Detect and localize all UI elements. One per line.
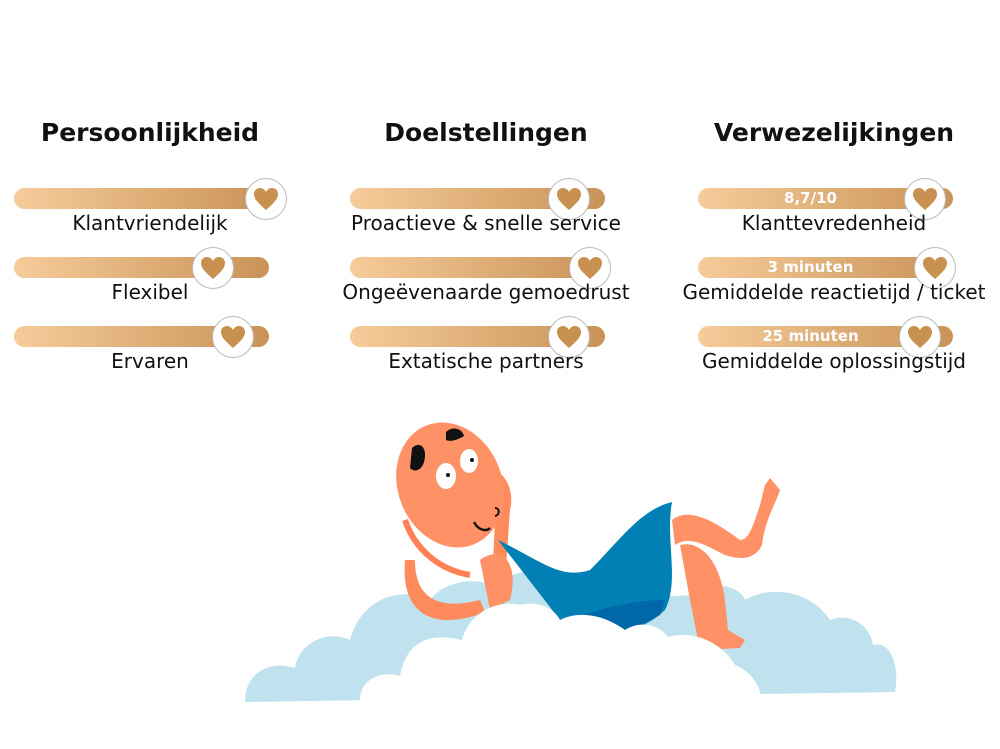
heart-icon xyxy=(200,257,225,279)
bar-text xyxy=(14,326,239,347)
heart-icon xyxy=(221,326,246,348)
heart-icon xyxy=(557,188,582,210)
heart-icon xyxy=(907,326,932,348)
rating-bar: 25 minuten xyxy=(698,316,953,358)
bar-text: 3 minuten xyxy=(767,258,854,276)
heart-icon xyxy=(923,257,948,279)
rating-row: Proactieve & snelle service xyxy=(336,156,636,235)
bar-text xyxy=(350,257,575,278)
heart-knob xyxy=(568,247,611,289)
rating-bar xyxy=(14,247,269,289)
rating-label: Ongeëvenaarde gemoedrust xyxy=(342,280,630,304)
bar-text xyxy=(350,188,575,209)
heart-icon xyxy=(557,326,582,348)
heart-icon xyxy=(912,188,937,210)
rating-label: Ervaren xyxy=(111,349,189,373)
rating-bar xyxy=(350,316,605,358)
rating-label: Klantvriendelijk xyxy=(72,211,228,235)
rating-row: Flexibel xyxy=(0,225,300,304)
man xyxy=(396,422,780,650)
rating-bar xyxy=(350,247,611,289)
rating-row: Ervaren xyxy=(0,294,300,373)
rating-row: Extatische partners xyxy=(336,294,636,373)
rating-bar: 8,7/10 xyxy=(698,178,953,220)
column-title: Verwezelijkingen xyxy=(713,118,955,147)
heart-knob xyxy=(212,316,255,358)
heart-knob xyxy=(548,316,591,358)
column-title: Persoonlijkheid xyxy=(40,118,260,147)
rating-bar xyxy=(14,178,288,220)
rating-label: Klanttevredenheid xyxy=(741,211,927,235)
rating-bar xyxy=(350,178,605,220)
rating-bar: 3 minuten xyxy=(698,247,957,289)
rating-label: Gemiddelde reactietijd / ticket xyxy=(682,280,986,304)
heart-knob xyxy=(914,247,957,289)
column-title: Doelstellingen xyxy=(384,118,588,147)
heart-icon xyxy=(254,188,279,210)
rating-row: Ongeëvenaarde gemoedrust xyxy=(336,225,636,304)
heart-knob xyxy=(191,247,234,289)
heart-knob xyxy=(548,178,591,220)
rating-row: Klantvriendelijk xyxy=(0,156,300,235)
bar-text: 8,7/10 xyxy=(784,189,837,207)
bar-text xyxy=(350,326,575,347)
rating-label: Flexibel xyxy=(111,280,189,304)
rating-label: Gemiddelde oplossingstijd xyxy=(701,349,966,373)
heart-knob xyxy=(245,178,288,220)
front-clouds xyxy=(360,603,761,710)
rating-label: Extatische partners xyxy=(388,349,584,373)
column-persoonlijkheid: Persoonlijkheid Klantvriendelijk Flexibe… xyxy=(0,110,300,373)
bar-text: 25 minuten xyxy=(762,327,859,345)
rating-label: Proactieve & snelle service xyxy=(351,211,621,235)
heart-icon xyxy=(577,257,602,279)
heart-knob xyxy=(903,178,946,220)
bar-text xyxy=(14,188,239,209)
column-doelstellingen: Doelstellingen Proactieve & snelle servi… xyxy=(336,110,636,373)
rating-bar xyxy=(14,316,269,358)
heart-knob xyxy=(898,316,941,358)
